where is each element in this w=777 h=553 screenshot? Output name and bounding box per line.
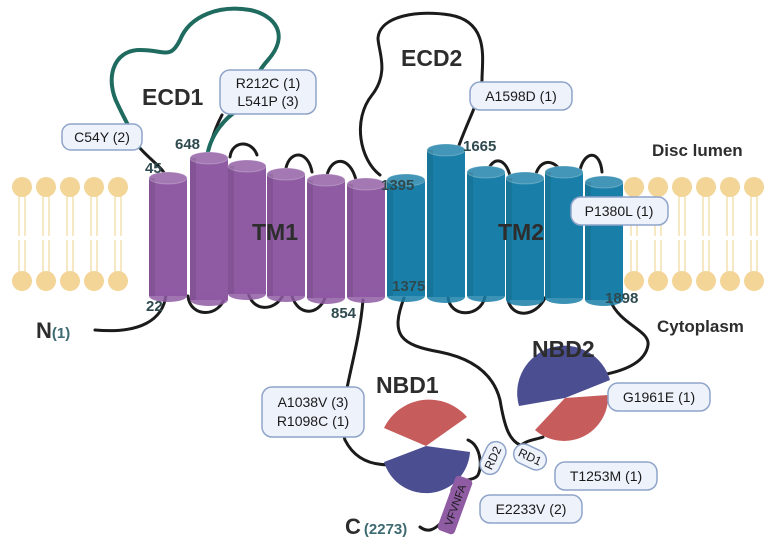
tm2-label: TM2 bbox=[498, 219, 544, 245]
tm1-helix-6 bbox=[346, 177, 386, 303]
loop-1898-nbd2 bbox=[600, 298, 650, 377]
lipid-head bbox=[744, 177, 764, 197]
lipid-head bbox=[36, 271, 56, 291]
tm2-helix-4 bbox=[505, 171, 545, 306]
lipid-head bbox=[744, 271, 764, 291]
lipid-head bbox=[696, 177, 716, 197]
mutation-c54y-label: C54Y (2) bbox=[74, 129, 130, 145]
rd1-motif: RD1 bbox=[512, 443, 548, 471]
lipid-head bbox=[12, 177, 32, 197]
mutation-r212c-label: R212C (1) bbox=[236, 75, 301, 91]
mutation-a1598d-label: A1598D (1) bbox=[485, 88, 557, 104]
mutation-t1253m-label: T1253M (1) bbox=[570, 468, 642, 484]
nbd2-label: NBD2 bbox=[532, 336, 595, 362]
lipid-head bbox=[60, 177, 80, 197]
lipid-head bbox=[108, 177, 128, 197]
tm2-helix-2 bbox=[426, 143, 466, 303]
mutation-g1961e: G1961E (1) bbox=[607, 382, 711, 412]
lipid-head bbox=[648, 177, 668, 197]
tm2-helix-5 bbox=[544, 165, 584, 304]
residue-1375: 1375 bbox=[392, 278, 425, 295]
tm1-helix-2 bbox=[189, 151, 229, 306]
nbd2-blue-wedge bbox=[517, 345, 610, 406]
loop-tm-a bbox=[228, 142, 259, 159]
nbd2-pie bbox=[517, 345, 610, 441]
lipid-bilayer bbox=[12, 177, 764, 291]
residue-1665: 1665 bbox=[463, 138, 496, 155]
c-terminus-count: (2273) bbox=[364, 521, 407, 538]
ecd1-label: ECD1 bbox=[142, 84, 204, 110]
lipid-head bbox=[84, 271, 104, 291]
lipid-head bbox=[648, 271, 668, 291]
residue-22: 22 bbox=[146, 298, 163, 315]
lipid-head bbox=[720, 177, 740, 197]
residue-45: 45 bbox=[145, 160, 162, 177]
lipid-head bbox=[720, 271, 740, 291]
nbd1-pie bbox=[384, 399, 470, 494]
residue-1395: 1395 bbox=[381, 177, 414, 194]
mutation-l541p-label: L541P (3) bbox=[237, 93, 298, 109]
lipid-head bbox=[84, 177, 104, 197]
disc-lumen-label: Disc lumen bbox=[652, 141, 743, 160]
n-terminus-count: (1) bbox=[52, 325, 70, 342]
mutation-a1598d: A1598D (1) bbox=[469, 81, 573, 111]
tm2-helix-6 bbox=[584, 175, 624, 306]
tm1-label: TM1 bbox=[252, 219, 298, 245]
rd2-motif: RD2 bbox=[479, 440, 507, 476]
residue-648: 648 bbox=[175, 136, 200, 153]
lipid-head bbox=[672, 177, 692, 197]
mutation-r1098c-label: R1098C (1) bbox=[277, 413, 349, 429]
mutation-e2233v-label: E2233V (2) bbox=[496, 501, 567, 517]
mutation-p1380l: P1380L (1) bbox=[570, 196, 669, 226]
lipid-head bbox=[672, 271, 692, 291]
tm2-helix-1 bbox=[386, 173, 426, 302]
lipid-head bbox=[624, 271, 644, 291]
mutation-e2233v: E2233V (2) bbox=[479, 494, 583, 524]
tm1-helix-3 bbox=[227, 159, 267, 300]
mutation-p1380l-label: P1380L (1) bbox=[585, 203, 654, 219]
mutation-c54y: C54Y (2) bbox=[61, 123, 143, 151]
mutation-a1038v-label: A1038V (3) bbox=[278, 394, 349, 410]
mutation-r212c-l541p: R212C (1) L541P (3) bbox=[219, 69, 317, 115]
tm1-helix-4 bbox=[266, 167, 306, 302]
lipid-head bbox=[108, 271, 128, 291]
nbd1-label: NBD1 bbox=[376, 372, 439, 398]
lipid-head bbox=[12, 271, 32, 291]
lipid-head bbox=[36, 177, 56, 197]
loop-1375 bbox=[396, 296, 522, 447]
tm1-helix-5 bbox=[306, 173, 346, 304]
mutation-g1961e-label: G1961E (1) bbox=[623, 389, 695, 405]
n-terminus-letter: N bbox=[36, 318, 52, 343]
tm2-helix-3 bbox=[466, 165, 506, 302]
cytoplasm-label: Cytoplasm bbox=[657, 317, 744, 336]
loop-tm-c bbox=[325, 159, 358, 182]
tm1-helices bbox=[148, 151, 386, 306]
c-terminus-label: C(2273) bbox=[345, 514, 407, 539]
loop-tm2-lum-c bbox=[578, 153, 604, 174]
n-terminal-tail bbox=[93, 293, 168, 333]
mutation-a1038v-r1098c: A1038V (3) R1098C (1) bbox=[261, 386, 365, 438]
n-terminus-label: N(1) bbox=[36, 318, 70, 343]
lipid-head bbox=[624, 177, 644, 197]
residue-854: 854 bbox=[331, 305, 357, 322]
loop-tm-b bbox=[284, 153, 314, 174]
residue-1898: 1898 bbox=[605, 290, 638, 307]
mutation-t1253m: T1253M (1) bbox=[554, 461, 658, 491]
nbd1-blue-wedge bbox=[384, 446, 470, 494]
lipid-head bbox=[60, 271, 80, 291]
tm2-helices bbox=[386, 143, 624, 306]
nbd1-red-wedge bbox=[384, 399, 467, 446]
ecd2-label: ECD2 bbox=[401, 45, 462, 71]
tm1-helix-1 bbox=[148, 171, 188, 302]
lipid-head bbox=[696, 271, 716, 291]
nbd2-red-wedge bbox=[535, 395, 609, 441]
c-terminus-letter: C bbox=[345, 514, 361, 539]
